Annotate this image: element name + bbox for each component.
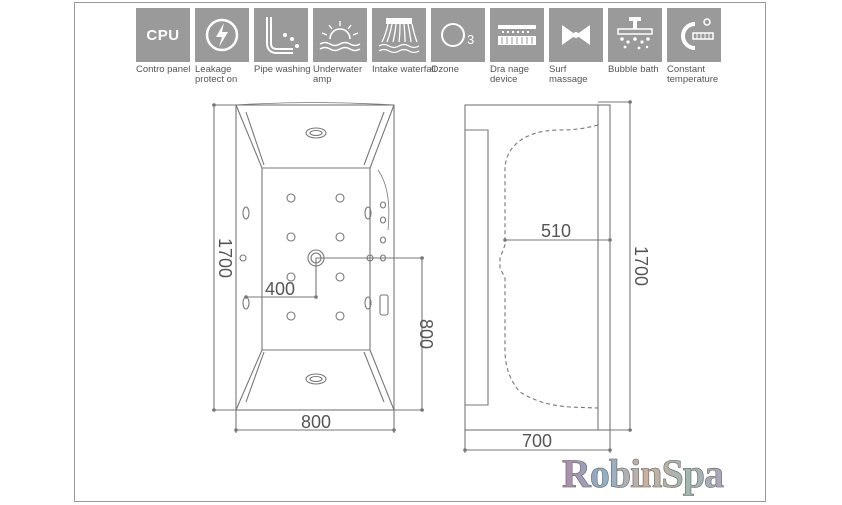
dim-top-inner-offset: 400 (265, 279, 295, 299)
top-view-dimension-lines (212, 104, 424, 433)
dim-top-length: 1700 (215, 238, 235, 278)
feature-label: Contro panel (136, 64, 191, 75)
feature-constant-temperature: Constant temperature (667, 8, 721, 85)
feature-label: Ozone (431, 64, 459, 75)
brand-logo: RobinSpa (562, 451, 772, 497)
feature-bubble-bath: Bubble bath (608, 8, 662, 75)
feature-control-panel: CPU Contro panel (136, 8, 190, 75)
constant-temperature-icon (667, 8, 721, 62)
svg-text:3: 3 (467, 32, 474, 47)
feature-intake-waterfall: Intake waterfall (372, 8, 436, 75)
feature-label: Bubble bath (608, 64, 659, 75)
feature-drainage-device: Dra nage device (490, 8, 544, 85)
top-view-jets (239, 127, 389, 385)
leakage-protection-icon (195, 8, 249, 62)
feature-pipe-washing: Pipe washing (254, 8, 311, 75)
dim-side-length: 1700 (631, 246, 651, 286)
feature-label: Underwater amp (313, 64, 363, 85)
feature-ozone: 3 Ozone (431, 8, 485, 75)
feature-label: Dra nage device (490, 64, 530, 85)
cpu-icon: CPU (136, 8, 190, 62)
intake-waterfall-icon (372, 8, 426, 62)
feature-surf-massage: Surf massage (549, 8, 603, 85)
diagram-frame (74, 2, 766, 502)
underwater-lamp-icon (313, 8, 367, 62)
feature-underwater-lamp: Underwater amp (313, 8, 367, 85)
dim-side-width: 700 (522, 431, 552, 451)
dim-side-depth: 510 (541, 221, 571, 241)
dim-top-center-depth: 800 (416, 319, 436, 349)
drainage-device-icon (490, 8, 544, 62)
bubble-bath-icon (608, 8, 662, 62)
feature-leakage-protection: Leakage protect on (195, 8, 249, 85)
side-view-dimension-lines (464, 101, 632, 453)
ozone-icon: 3 (431, 8, 485, 62)
top-view-tub (235, 102, 395, 411)
feature-label: Constant temperature (667, 64, 719, 85)
feature-label: Surf massage (549, 64, 588, 85)
dim-top-width: 800 (301, 412, 331, 432)
feature-label: Intake waterfall (372, 64, 436, 75)
feature-label: Leakage protect on (195, 64, 238, 85)
surf-massage-icon (549, 8, 603, 62)
feature-label: Pipe washing (254, 64, 311, 75)
side-view-tub (464, 104, 611, 431)
pipe-washing-icon (254, 8, 308, 62)
